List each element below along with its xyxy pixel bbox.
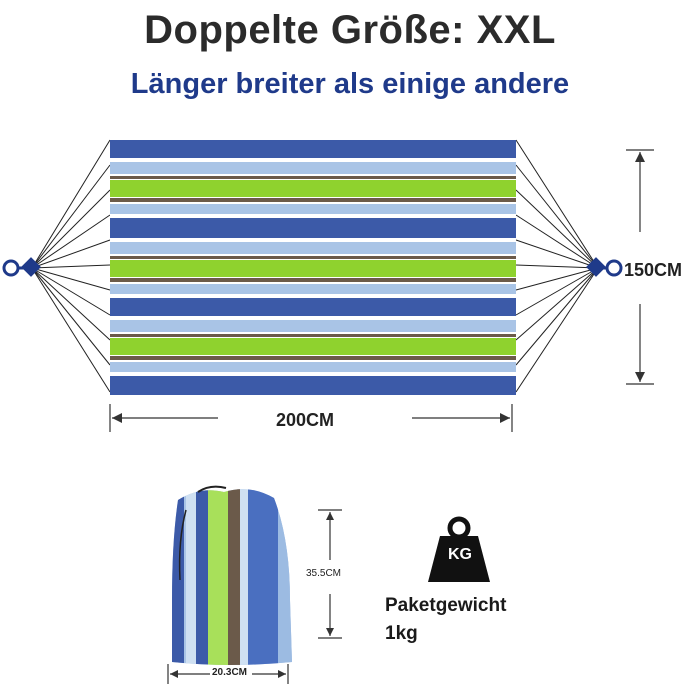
left-ring <box>2 257 41 277</box>
hammock-fabric <box>110 139 516 395</box>
hammock-height-label: 150CM <box>624 260 683 280</box>
height-dimension <box>626 149 654 385</box>
left-ropes <box>31 139 111 393</box>
page-title: Doppelte Größe: XXL <box>144 8 556 52</box>
bag-width-label: 20.3CM <box>212 667 248 678</box>
right-ropes <box>515 139 599 393</box>
kg-icon-text: KG <box>448 546 472 563</box>
hammock-width-label: 200CM <box>276 410 335 430</box>
bag-height-label: 35.5CM <box>306 568 342 579</box>
package-weight-title: Paketgewicht <box>385 595 507 616</box>
right-ring <box>586 257 623 277</box>
package-weight-label: Paketgewicht 1kg <box>385 592 506 648</box>
package-weight-value: 1kg <box>385 623 418 644</box>
page-subtitle: Länger breiter als einige andere <box>130 68 570 100</box>
bag-height-dimension <box>318 509 342 639</box>
bag-width-dimension <box>167 664 289 684</box>
width-dimension <box>109 404 513 432</box>
kg-weight-icon <box>428 516 490 582</box>
storage-bag <box>172 485 292 665</box>
